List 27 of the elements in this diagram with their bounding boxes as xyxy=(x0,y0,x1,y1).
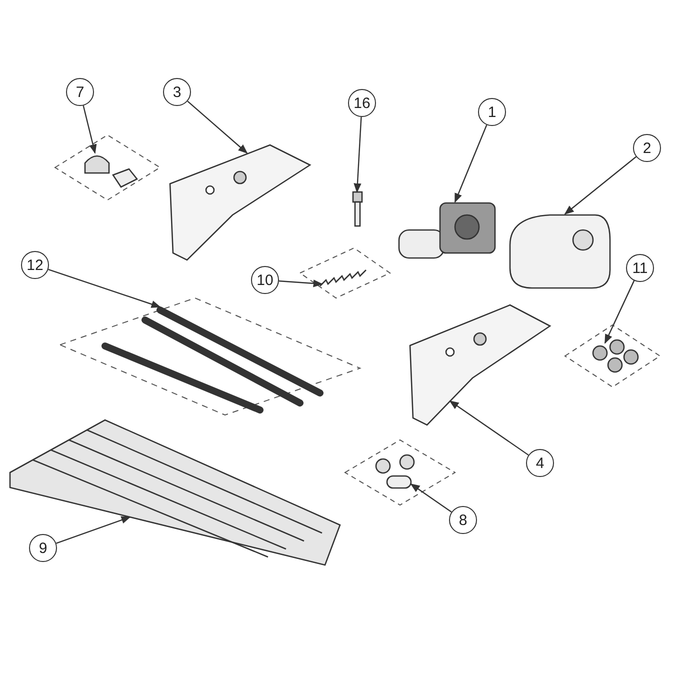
bushing-set-drawing xyxy=(345,440,455,505)
spring-drawing xyxy=(300,248,390,298)
leader-line xyxy=(187,100,248,154)
callout-number: 4 xyxy=(526,449,554,477)
callout-number: 16 xyxy=(348,89,376,117)
callout-number: 11 xyxy=(626,254,654,282)
rail-set-drawing xyxy=(60,298,360,415)
leader-line xyxy=(82,105,97,154)
callout-number: 12 xyxy=(21,251,49,279)
leader-line xyxy=(454,124,488,203)
leader-line xyxy=(278,280,323,288)
callout-number: 9 xyxy=(29,534,57,562)
leader-line xyxy=(564,156,636,215)
leader-line xyxy=(604,280,635,344)
leader-line xyxy=(449,400,529,456)
callout-number: 10 xyxy=(251,266,279,294)
callout-number: 8 xyxy=(449,506,477,534)
clip-kit-drawing xyxy=(55,135,160,200)
leader-line xyxy=(48,268,161,308)
leader-line xyxy=(56,516,131,544)
callout-number: 1 xyxy=(478,98,506,126)
callout-number: 7 xyxy=(66,78,94,106)
leader-line xyxy=(410,483,452,513)
callout-number: 2 xyxy=(633,134,661,162)
callout-number: 3 xyxy=(163,78,191,106)
cap-set-drawing xyxy=(565,325,660,387)
leader-line xyxy=(354,116,362,193)
